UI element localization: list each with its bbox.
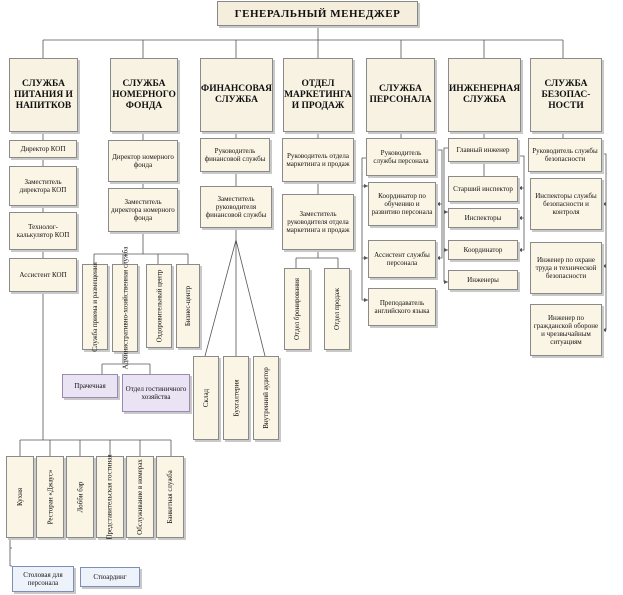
dept-personnel: СЛУЖБА ПЕРСОНАЛА bbox=[366, 58, 435, 132]
rooms-unit-business: Бизнес-центр bbox=[176, 264, 200, 348]
dept-security: СЛУЖБА БЕЗОПАС-НОСТИ bbox=[530, 58, 602, 132]
engineering-inspectors: Инспекторы bbox=[448, 208, 518, 228]
dept-finance: ФИНАНСОВАЯ СЛУЖБА bbox=[200, 58, 273, 132]
security-labor: Инженер по охране труда и технической бе… bbox=[530, 242, 602, 294]
dept-engineering: ИНЖЕНЕРНАЯ СЛУЖБА bbox=[448, 58, 521, 132]
catering-director: Директор КОП bbox=[9, 140, 77, 158]
engineering-coordinator: Координатор bbox=[448, 240, 518, 260]
finance-unit-warehouse: Склад bbox=[193, 356, 219, 440]
catering-steward: Стюардинг bbox=[80, 567, 140, 587]
finance-unit-auditor: Внутренний аудитор bbox=[253, 356, 279, 440]
finance-deputy: Заместитель руководителя финансовой служ… bbox=[200, 186, 272, 228]
engineering-senior: Старший инспектор bbox=[448, 176, 518, 202]
rooms-laundry: Прачечная bbox=[62, 374, 118, 398]
rooms-housekeeping: Отдел гостиничного хозяйства bbox=[122, 374, 190, 412]
catering-assistant: Ассистент КОП bbox=[9, 258, 77, 292]
personnel-training: Координатор по обучению и развитию персо… bbox=[368, 182, 436, 226]
marketing-unit-sales: Отдел продаж bbox=[324, 268, 350, 350]
rooms-unit-admin: Административно-хозяйственная служба bbox=[112, 247, 138, 369]
catering-unit-banquet: Банкетная служба bbox=[156, 456, 184, 538]
catering-unit-restaurant: Ресторан «Джаус» bbox=[36, 456, 64, 538]
rooms-director: Директор номерного фонда bbox=[108, 140, 178, 182]
engineering-chief: Главный инженер bbox=[448, 138, 518, 162]
personnel-head: Руководитель службы персонала bbox=[366, 138, 436, 176]
security-inspectors: Инспекторы службы безопасности и контрол… bbox=[530, 178, 602, 230]
dept-rooms: СЛУЖБА НОМЕРНОГО ФОНДА bbox=[110, 58, 178, 132]
catering-unit-lounge: Представительская гостиная bbox=[96, 454, 124, 540]
security-head: Руководитель службы безопасности bbox=[528, 138, 602, 172]
catering-technologist: Технолог-калькулятор КОП bbox=[9, 212, 77, 250]
general-manager-box: ГЕНЕРАЛЬНЫЙ МЕНЕДЖЕР bbox=[217, 1, 418, 26]
catering-unit-kitchen: Кухня bbox=[6, 456, 34, 538]
catering-unit-room-service: Обслуживание в номерах bbox=[126, 456, 154, 538]
rooms-unit-wellness: Оздоровительный центр bbox=[146, 264, 172, 348]
catering-deputy: Заместитель директора КОП bbox=[9, 166, 77, 206]
rooms-deputy: Заместитель директора номерного фонда bbox=[108, 188, 178, 232]
dept-catering: СЛУЖБА ПИТАНИЯ И НАПИТКОВ bbox=[9, 58, 78, 132]
marketing-head: Руководитель отдела маркетинга и продаж bbox=[282, 138, 354, 182]
dept-marketing: ОТДЕЛ МАРКЕТИНГА И ПРОДАЖ bbox=[283, 58, 353, 132]
security-civil: Инженер по гражданской обороне и чрезвыч… bbox=[530, 304, 602, 356]
catering-unit-lobby-bar: Лобби бар bbox=[66, 456, 94, 538]
personnel-assistant: Ассистент службы персонала bbox=[368, 240, 436, 278]
rooms-unit-reception: Служба приема и размещения bbox=[82, 262, 108, 352]
finance-head: Руководитель финансовой службы bbox=[200, 138, 270, 172]
marketing-unit-booking: Отдел бронирования bbox=[284, 268, 310, 350]
finance-unit-accounting: Бухгалтерия bbox=[223, 356, 249, 440]
marketing-deputy: Заместитель руководителя отдела маркетин… bbox=[282, 194, 354, 250]
personnel-teacher: Преподаватель английского языка bbox=[368, 288, 436, 326]
catering-canteen: Столовая для персонала bbox=[12, 566, 74, 592]
engineering-engineers: Инженеры bbox=[448, 270, 518, 290]
